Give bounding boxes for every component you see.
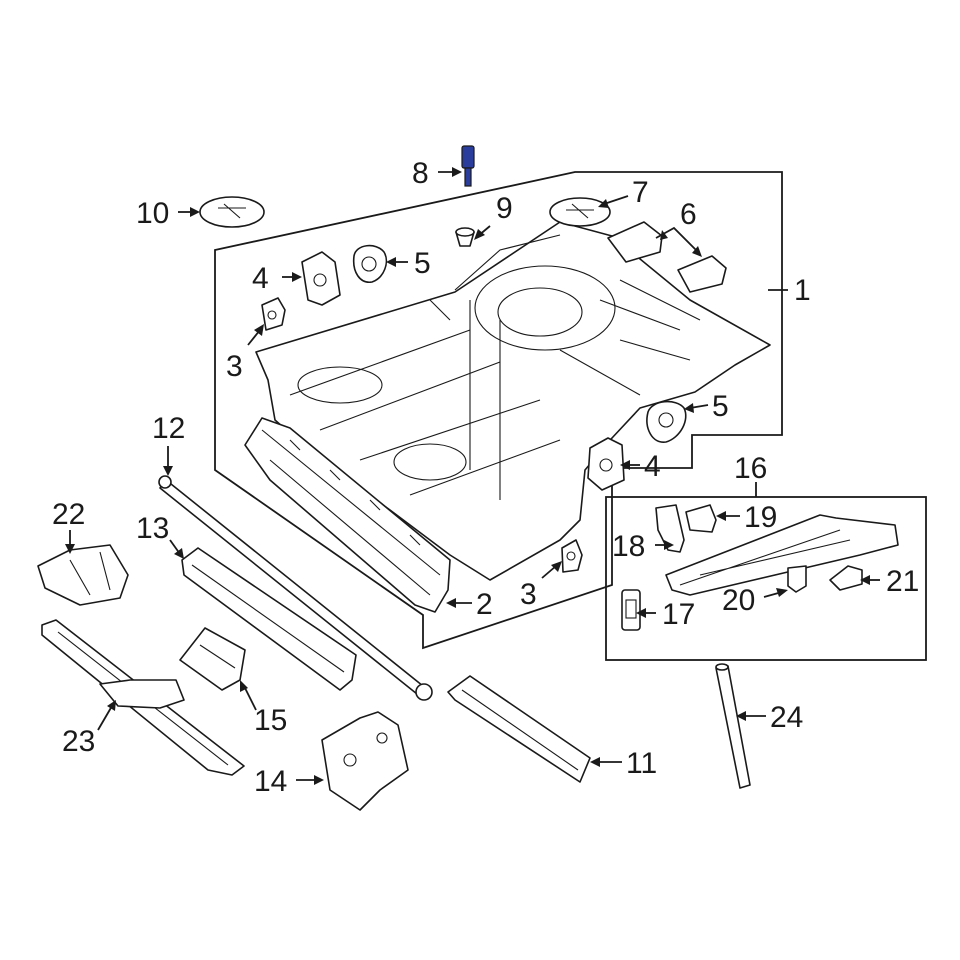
- side-rail-11: [447, 675, 591, 783]
- callout-6: 6: [680, 198, 697, 231]
- callout-14: 14: [254, 765, 287, 798]
- reinforcement-plates: [607, 221, 727, 293]
- shock-mount-right: [587, 437, 625, 491]
- callout-1: 1: [794, 274, 811, 307]
- plug-cover: [199, 196, 265, 228]
- callout-11: 11: [626, 747, 657, 780]
- bracket-left: [261, 297, 286, 331]
- leader-lines: [65, 167, 880, 785]
- part-19: [685, 504, 717, 533]
- callout-13: 13: [136, 512, 169, 545]
- callout-3a: 3: [226, 350, 243, 383]
- callout-22: 22: [52, 498, 85, 531]
- callout-10: 10: [136, 197, 169, 230]
- spring-seat-left: [352, 244, 388, 283]
- grommet: [455, 227, 475, 247]
- callout-17: 17: [662, 598, 695, 631]
- callout-4a: 4: [252, 262, 269, 295]
- callout-2: 2: [476, 588, 493, 621]
- part-17: [621, 589, 641, 631]
- side-rail-23: [41, 619, 245, 776]
- rear-floor-pan: [255, 221, 771, 581]
- callout-5b: 5: [712, 390, 729, 423]
- callout-7: 7: [632, 176, 649, 209]
- callout-20: 20: [722, 584, 755, 617]
- callout-12: 12: [152, 412, 185, 445]
- callout-23: 23: [62, 725, 95, 758]
- callout-18: 18: [612, 530, 645, 563]
- callout-9: 9: [496, 192, 513, 225]
- callout-15: 15: [254, 704, 287, 737]
- floor-pan-group-frame: [214, 171, 783, 650]
- rail-group-frame: [605, 496, 927, 661]
- callout-8: 8: [412, 157, 429, 190]
- callout-24: 24: [770, 701, 803, 734]
- part-21: [829, 565, 863, 591]
- rear-crossmember: [244, 417, 451, 613]
- callout-19: 19: [744, 501, 777, 534]
- callout-5a: 5: [414, 247, 431, 280]
- gusset-15: [179, 627, 246, 691]
- spare-well-cover: [549, 197, 611, 227]
- brace-rod-24: [715, 663, 751, 789]
- part-18: [655, 504, 685, 553]
- bracket-22: [37, 544, 129, 606]
- callout-16: 16: [734, 452, 767, 485]
- bracket-right: [561, 539, 583, 573]
- callout-21: 21: [886, 565, 919, 598]
- highlighted-stud: [461, 145, 475, 187]
- callout-4b: 4: [644, 450, 661, 483]
- side-rail-13: [181, 547, 357, 691]
- shock-mount-left: [301, 251, 341, 306]
- callout-3b: 3: [520, 578, 537, 611]
- spring-seat-right: [646, 400, 687, 443]
- mount-bracket-14: [321, 711, 409, 811]
- frame-rail-assembly: [665, 514, 899, 596]
- tie-rod: [158, 475, 433, 701]
- part-20: [787, 565, 807, 593]
